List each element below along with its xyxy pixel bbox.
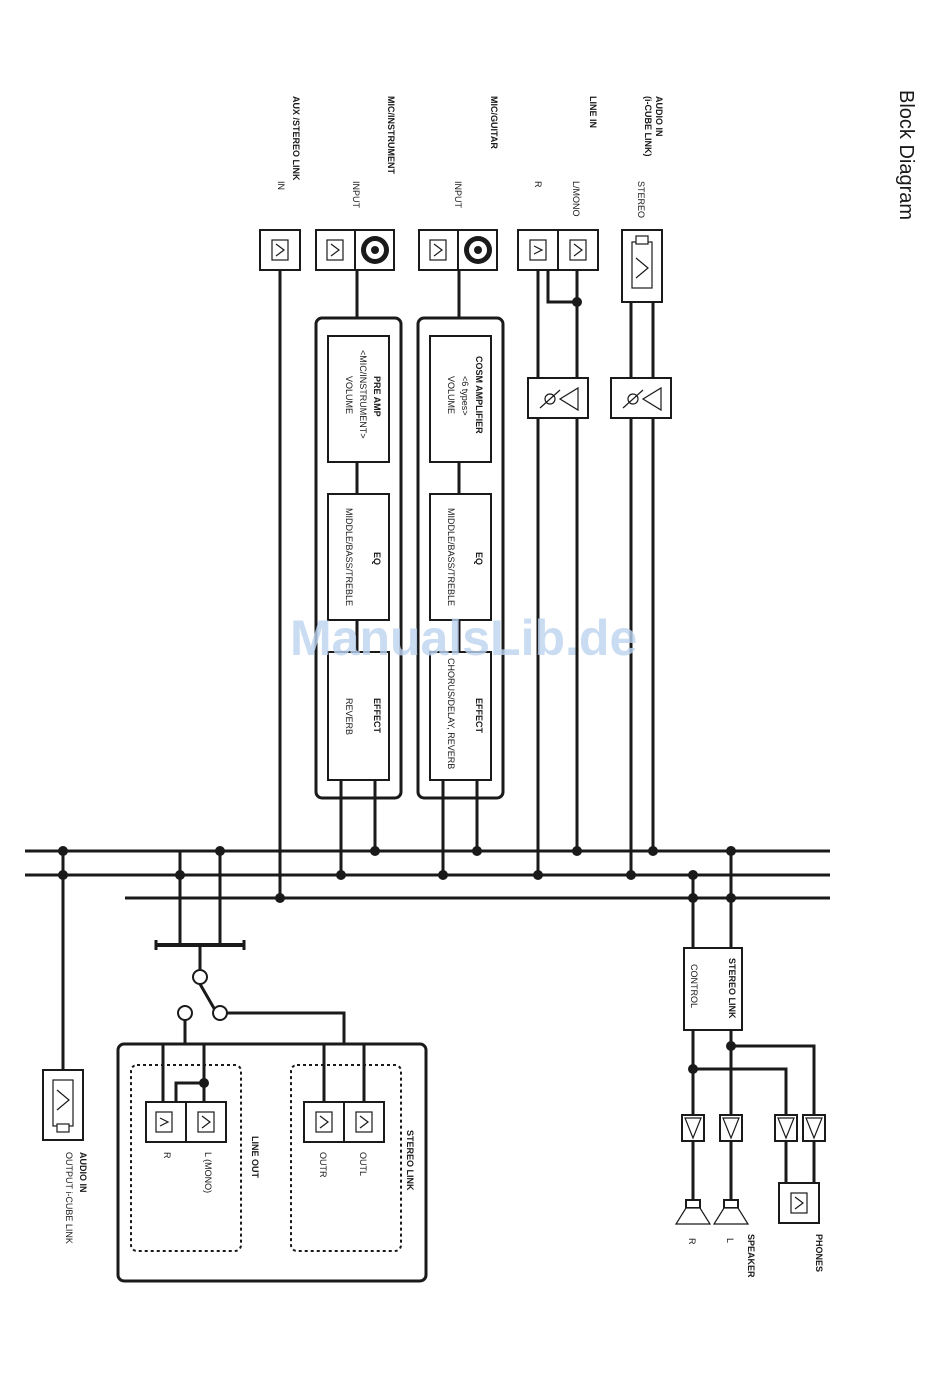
pre-amp-sub: <MIC/INSTRUMENT> [358, 350, 368, 439]
line-out-jacks [145, 1045, 227, 1143]
audio-in-link-label-2: (i-CUBE LINK) [643, 96, 653, 157]
line-out-label: LINE OUT [250, 1136, 260, 1179]
guitar-effect-title: EFFECT [474, 698, 484, 734]
cosm-amp-types: <6 types> [460, 376, 470, 416]
bus-lines [25, 849, 830, 900]
line-in-volume [527, 377, 589, 419]
aux-label: AUX /STEREO LINK [291, 96, 301, 181]
line-out-l-label: L (MONO) [203, 1152, 213, 1193]
audio-in-link-label: AUDIO IN [654, 96, 664, 137]
cosm-amp-volume: VOLUME [446, 376, 456, 414]
input-wires [278, 270, 655, 898]
pre-amp-block [327, 335, 390, 463]
stereo-link-out-group [290, 1064, 402, 1252]
line-in-left-label: L/MONO [571, 181, 581, 217]
stereo-link-out-label: STEREO LINK [405, 1130, 415, 1191]
mic-guitar-input-jack [418, 229, 498, 271]
audio-in-link-volume [610, 377, 672, 419]
line-in-jacks [517, 229, 599, 271]
speaker-label: SPEAKER [746, 1234, 756, 1278]
speaker-r-label: R [687, 1238, 697, 1245]
mic-eq-title: EQ [372, 552, 382, 565]
aux-sub-label: IN [276, 181, 286, 190]
watermark: ManualsLib.de [290, 610, 637, 666]
audio-in-output-sub: OUTPUT i-CUBE LINK [64, 1152, 74, 1244]
cosm-amp-title: COSM AMPLIFIER [474, 356, 484, 434]
line-in-right-label: R [533, 181, 543, 188]
guitar-eq-block [429, 493, 492, 621]
mic-effect-sub: REVERB [344, 698, 354, 735]
line-in-label: LINE IN [588, 96, 598, 128]
mic-effect-block [327, 651, 390, 781]
output-amplifiers [681, 1114, 826, 1142]
pre-amp-title: PRE AMP [372, 376, 382, 417]
output-switch [154, 851, 346, 1045]
audio-in-link-jack [621, 229, 663, 303]
stereo-link-control-block [683, 947, 743, 1031]
outr-label: OUTR [318, 1152, 328, 1178]
cosm-amp-block [429, 335, 492, 463]
mic-instrument-label: MIC/INSTRUMENT [386, 96, 396, 174]
guitar-eq-sub: MIDDLE/BASS/TREBLE [446, 508, 456, 606]
stereo-link-control-title: STEREO LINK [727, 958, 737, 1019]
stereo-link-out-jacks [303, 1045, 385, 1143]
speaker-l-label: L [725, 1238, 735, 1243]
phones-jack [778, 1182, 820, 1224]
mic-eq-sub: MIDDLE/BASS/TREBLE [344, 508, 354, 606]
mic-instrument-sub-label: INPUT [351, 181, 361, 209]
pre-amp-volume: VOLUME [344, 376, 354, 414]
line-out-group [130, 1064, 242, 1252]
outl-label: OUTL [358, 1152, 368, 1176]
speaker-icon [674, 1199, 750, 1225]
audio-in-output-jack [42, 1069, 84, 1141]
line-out-r-label: R [162, 1152, 172, 1159]
mic-instrument-chain-frame [314, 316, 403, 800]
audio-in-link-sub-label: STEREO [636, 181, 646, 218]
mic-guitar-label: MIC/GUITAR [489, 96, 499, 149]
stereo-link-control-sub: CONTROL [689, 964, 699, 1008]
guitar-effect-sub: CHORUS/DELAY, REVERB [446, 658, 456, 769]
page-title: Block Diagram [895, 90, 917, 220]
output-wires [688, 1030, 816, 1200]
aux-input-jack [259, 229, 301, 271]
audio-in-output-label: AUDIO IN [78, 1152, 88, 1193]
guitar-eq-title: EQ [474, 552, 484, 565]
mic-effect-title: EFFECT [372, 698, 382, 734]
phones-label: PHONES [814, 1234, 824, 1272]
junction-dots [58, 297, 736, 903]
guitar-chain-frame [416, 316, 505, 800]
mic-guitar-sub-label: INPUT [453, 181, 463, 209]
mic-instrument-input-jack [315, 229, 395, 271]
guitar-effect-block [429, 651, 492, 781]
output-frame [116, 1042, 428, 1283]
mic-eq-block [327, 493, 390, 621]
